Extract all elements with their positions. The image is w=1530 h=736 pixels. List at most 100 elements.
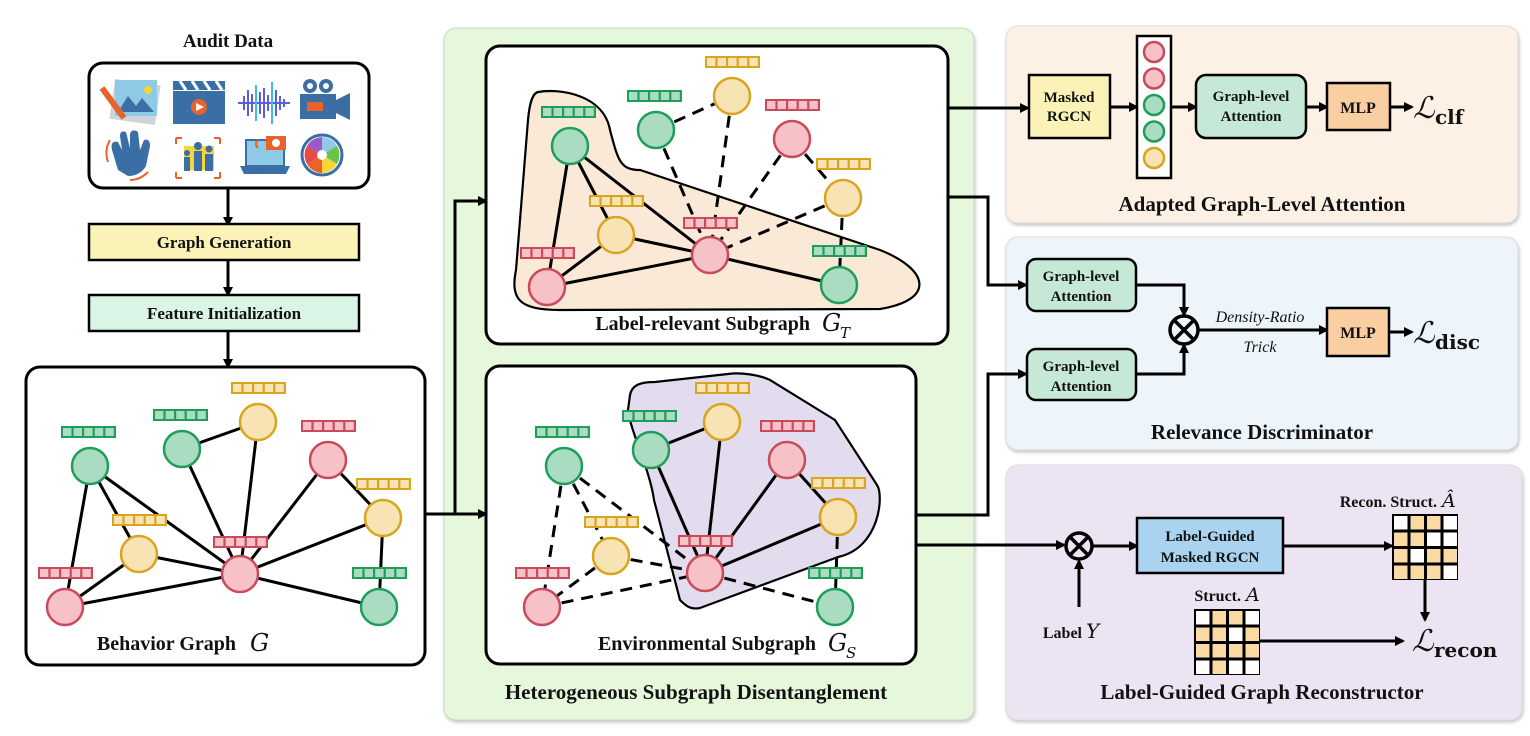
graph-edge — [239, 516, 384, 576]
matrix-cell — [1410, 565, 1424, 579]
graph-edge-dashed — [708, 95, 734, 256]
rd-attention-2-line1: Graph-level — [1043, 359, 1120, 375]
graph-level-attention-box — [1194, 73, 1308, 140]
attention-line2: Attention — [1221, 109, 1282, 125]
graph-edge — [703, 421, 724, 574]
node-circle — [702, 402, 742, 442]
recon-struct-symbol: Â — [1440, 489, 1456, 512]
node-circle — [690, 235, 730, 275]
graph-edge-dashed — [704, 571, 836, 609]
graph-node-red — [683, 217, 738, 275]
connector-relevant-to-rd — [948, 195, 1028, 290]
node-circle — [363, 498, 403, 538]
laptop-camera-icon — [240, 136, 290, 174]
node-circle — [527, 267, 567, 307]
embedding-circle-red — [1142, 67, 1166, 90]
embedding-circle-green — [1142, 120, 1166, 143]
environmental-label: Environmental Subgraph — [598, 633, 816, 655]
matrix-cell — [1229, 611, 1243, 625]
node-circle — [819, 265, 859, 305]
mlp-box-disc — [1325, 306, 1391, 358]
matrix-cell — [1410, 516, 1424, 530]
trick-label: Trick — [1244, 339, 1278, 356]
matrix-cell — [1443, 532, 1457, 546]
matrix-cell — [1427, 549, 1441, 563]
graph-node-green — [352, 567, 407, 627]
matrix-cell — [1443, 516, 1457, 530]
feature-vector — [356, 478, 411, 490]
feature-vector — [301, 420, 356, 432]
lg-rgcn-line2: Masked RGCN — [1161, 550, 1260, 566]
graph-edge — [546, 253, 711, 289]
struct-symbol: A — [1244, 584, 1260, 606]
group-photo-icon — [175, 137, 221, 179]
feature-vector — [765, 99, 820, 111]
loss-disc-symbol: ℒ — [1413, 316, 1436, 351]
feature-vector — [627, 90, 682, 102]
feature-vector — [808, 567, 863, 579]
feature-vector — [352, 567, 407, 579]
graph-edge-dashed — [654, 129, 712, 256]
graph-node-red — [38, 567, 93, 627]
struct-matrix — [1194, 609, 1260, 675]
matrix-cell — [1229, 627, 1243, 641]
feature-vector — [812, 245, 867, 257]
rd-attention-1-line2: Attention — [1051, 289, 1112, 305]
feature-vector — [678, 535, 733, 547]
graph-edge — [239, 572, 380, 609]
feature-vector — [589, 195, 644, 207]
lg-rgcn-line1: Label-Guided — [1165, 529, 1255, 545]
struct-label: Struct. — [1194, 588, 1241, 605]
graph-edge-dashed — [610, 554, 706, 575]
graph-edge — [649, 449, 707, 574]
masked-rgcn-box — [1027, 73, 1112, 140]
environmental-hull — [626, 372, 881, 610]
node-circle — [596, 215, 636, 255]
matrix-cell — [1212, 660, 1226, 674]
behavior-graph-label: Behavior Graph — [97, 633, 236, 655]
graph-node-yellow — [816, 158, 871, 218]
matrix-cell — [1212, 627, 1226, 641]
graph-edge — [709, 253, 840, 287]
matrix-cell — [1443, 549, 1457, 563]
matrix-cell — [1245, 660, 1259, 674]
matrix-cell — [1394, 565, 1408, 579]
embedding-circle-green — [1142, 93, 1166, 117]
matrix-cell — [1229, 644, 1243, 658]
graph-edge-dashed — [708, 138, 794, 256]
audio-wave-icon — [238, 82, 290, 124]
graph-edge — [63, 465, 92, 608]
graph-node-green — [627, 90, 682, 150]
graph-edge-dashed — [833, 516, 840, 608]
graph-edge-dashed — [837, 197, 845, 286]
matrix-cell — [1229, 660, 1243, 674]
feature-vector — [153, 409, 208, 421]
label-guided-rgcn-box — [1135, 516, 1285, 575]
rd-attention-2-line2: Attention — [1051, 379, 1112, 395]
node-circle — [550, 126, 590, 166]
node-circle — [45, 587, 85, 627]
node-circle — [818, 497, 858, 537]
node-circle — [162, 429, 202, 469]
loss-clf-subscript: clf — [1435, 105, 1465, 129]
graph-node-green — [535, 426, 590, 486]
feature-vector — [705, 56, 760, 68]
loss-recon-symbol: ℒ — [1412, 624, 1435, 659]
node-circle — [220, 554, 260, 594]
loss-recon-subscript: recon — [1434, 638, 1498, 662]
graph-node-yellow — [695, 382, 750, 442]
graph-node-yellow — [231, 382, 286, 442]
feature-vector — [61, 426, 116, 438]
embedding-circles — [1142, 40, 1166, 170]
graph-node-yellow — [811, 477, 866, 537]
clapperboard-icon — [173, 80, 225, 124]
feature-vector — [535, 426, 590, 438]
node-circle — [359, 587, 399, 627]
label-relevant-label: Label-relevant Subgraph — [595, 313, 810, 335]
graph-node-red — [765, 99, 820, 159]
waving-hand-icon — [105, 130, 150, 181]
graph-node-green — [812, 245, 867, 305]
graph-node-red — [301, 420, 356, 480]
mlp-label-clf: MLP — [1340, 100, 1376, 117]
matrix-cell — [1245, 644, 1259, 658]
